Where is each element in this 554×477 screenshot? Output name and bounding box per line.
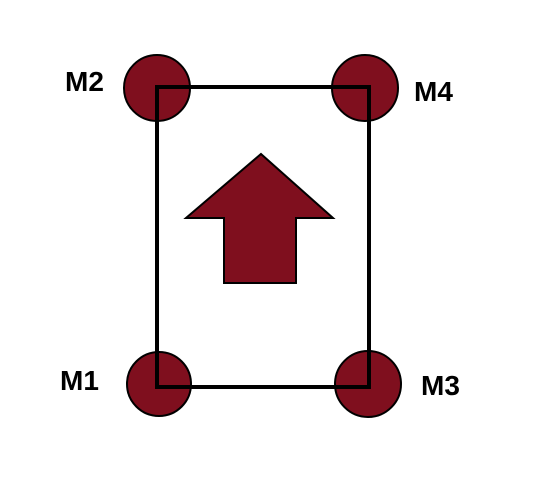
motor-m4-label: M4	[414, 76, 453, 107]
motor-m1-label: M1	[60, 365, 99, 396]
motor-m2-label: M2	[65, 66, 104, 97]
up-arrow-icon	[183, 152, 336, 284]
drone-frame	[155, 85, 371, 389]
motor-m3-label: M3	[421, 370, 460, 401]
